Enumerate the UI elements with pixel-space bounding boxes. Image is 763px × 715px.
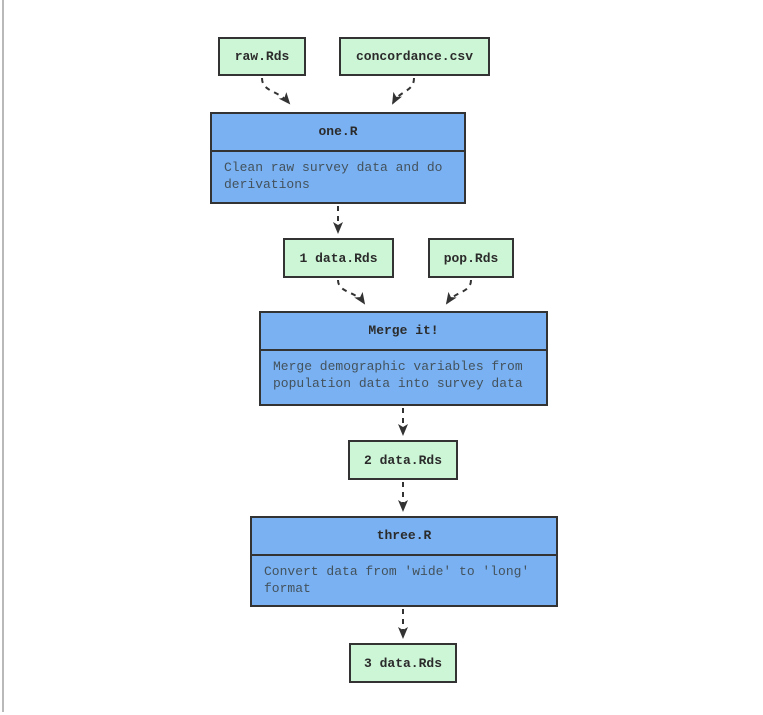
node-3-data-rds[interactable]: 3 data.Rds: [349, 643, 457, 683]
edge-raw-rds-to-one-r: [261, 77, 291, 105]
node-1-data-rds[interactable]: 1 data.Rds: [283, 238, 394, 278]
edge-pop-rds-to-merge-it: [445, 279, 472, 305]
node-raw-rds[interactable]: raw.Rds: [218, 37, 306, 76]
node-merge-it[interactable]: Merge it! Merge demographic variables fr…: [259, 311, 548, 406]
node-one-r-title: one.R: [212, 114, 464, 152]
node-2-data-rds[interactable]: 2 data.Rds: [348, 440, 458, 480]
node-merge-it-description: Merge demographic variables from populat…: [273, 359, 523, 392]
edge-concordance-csv-to-one-r: [392, 77, 415, 105]
node-one-r-description: Clean raw survey data and do derivations: [224, 160, 443, 193]
node-pop-rds[interactable]: pop.Rds: [428, 238, 514, 278]
node-three-r-description: Convert data from 'wide' to 'long' forma…: [264, 564, 530, 597]
node-three-r[interactable]: three.R Convert data from 'wide' to 'lon…: [250, 516, 558, 607]
node-one-r[interactable]: one.R Clean raw survey data and do deriv…: [210, 112, 466, 204]
node-concordance-csv[interactable]: concordance.csv: [339, 37, 490, 76]
node-merge-it-title: Merge it!: [261, 313, 546, 351]
edge-1-data-rds-to-merge-it: [337, 279, 366, 305]
page-edge-line: [2, 0, 4, 712]
node-three-r-title: three.R: [252, 518, 556, 556]
